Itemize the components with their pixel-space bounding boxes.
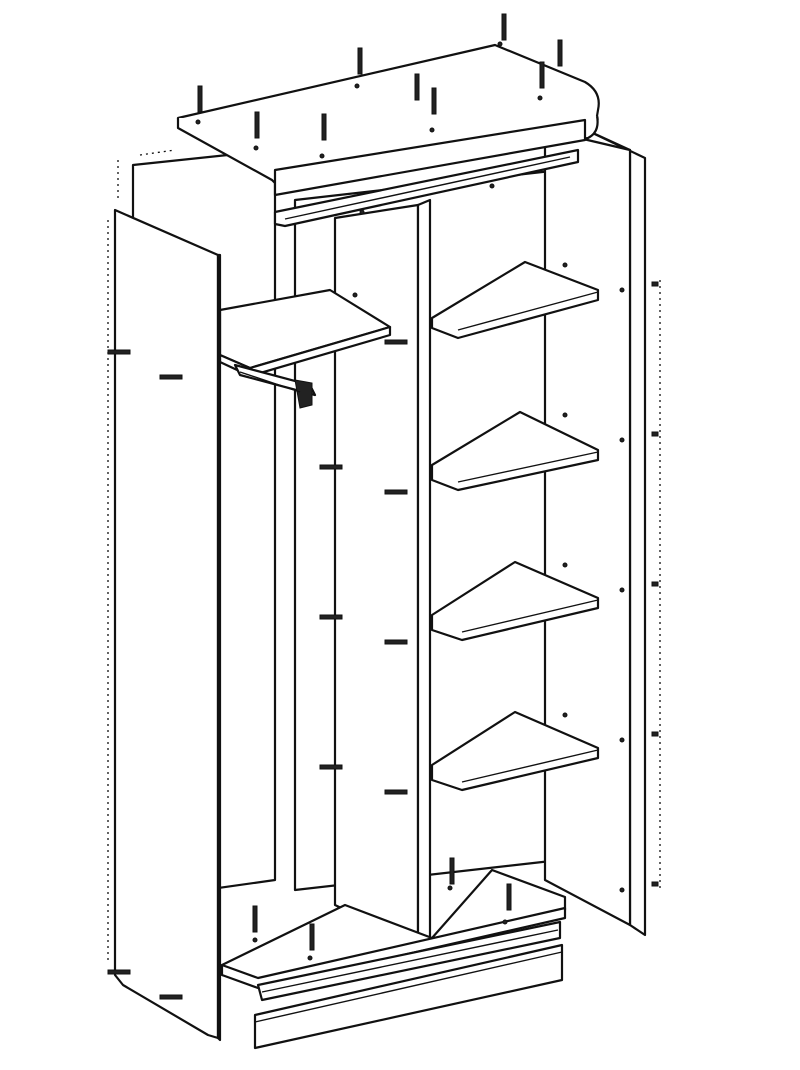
bottom-panel — [220, 868, 567, 990]
hanging-rail — [233, 363, 317, 409]
shelf-4 — [430, 710, 600, 792]
left-side-panel — [113, 208, 222, 1042]
bottom-rail — [256, 920, 562, 1002]
right-side-panel — [543, 126, 647, 937]
shelf-1 — [430, 260, 600, 340]
shelf-2 — [430, 410, 600, 492]
top-panel — [176, 43, 600, 197]
shelf-3 — [430, 560, 600, 642]
top-rail — [273, 148, 580, 228]
hardware-fasteners — [107, 13, 659, 1000]
assembly-guides — [107, 149, 661, 960]
center-divider — [333, 198, 432, 947]
plinth — [253, 943, 564, 1050]
